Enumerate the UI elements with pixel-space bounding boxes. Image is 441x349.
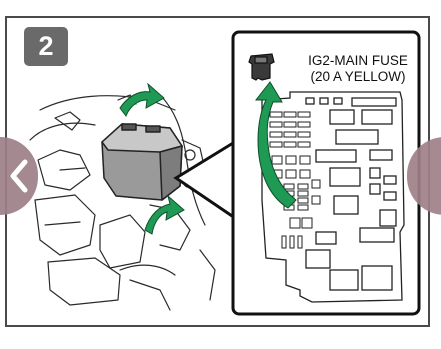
fuse-box-cover — [102, 124, 182, 200]
chevron-left-icon — [8, 159, 30, 193]
fuse-icon — [249, 54, 274, 80]
fuse-caption: IG2-MAIN FUSE (20 A YELLOW) — [288, 53, 428, 85]
step-number-badge: 2 — [24, 27, 68, 66]
fuse-name-label: IG2-MAIN FUSE — [288, 53, 428, 69]
fuse-spec-label: (20 A YELLOW) — [288, 69, 428, 85]
